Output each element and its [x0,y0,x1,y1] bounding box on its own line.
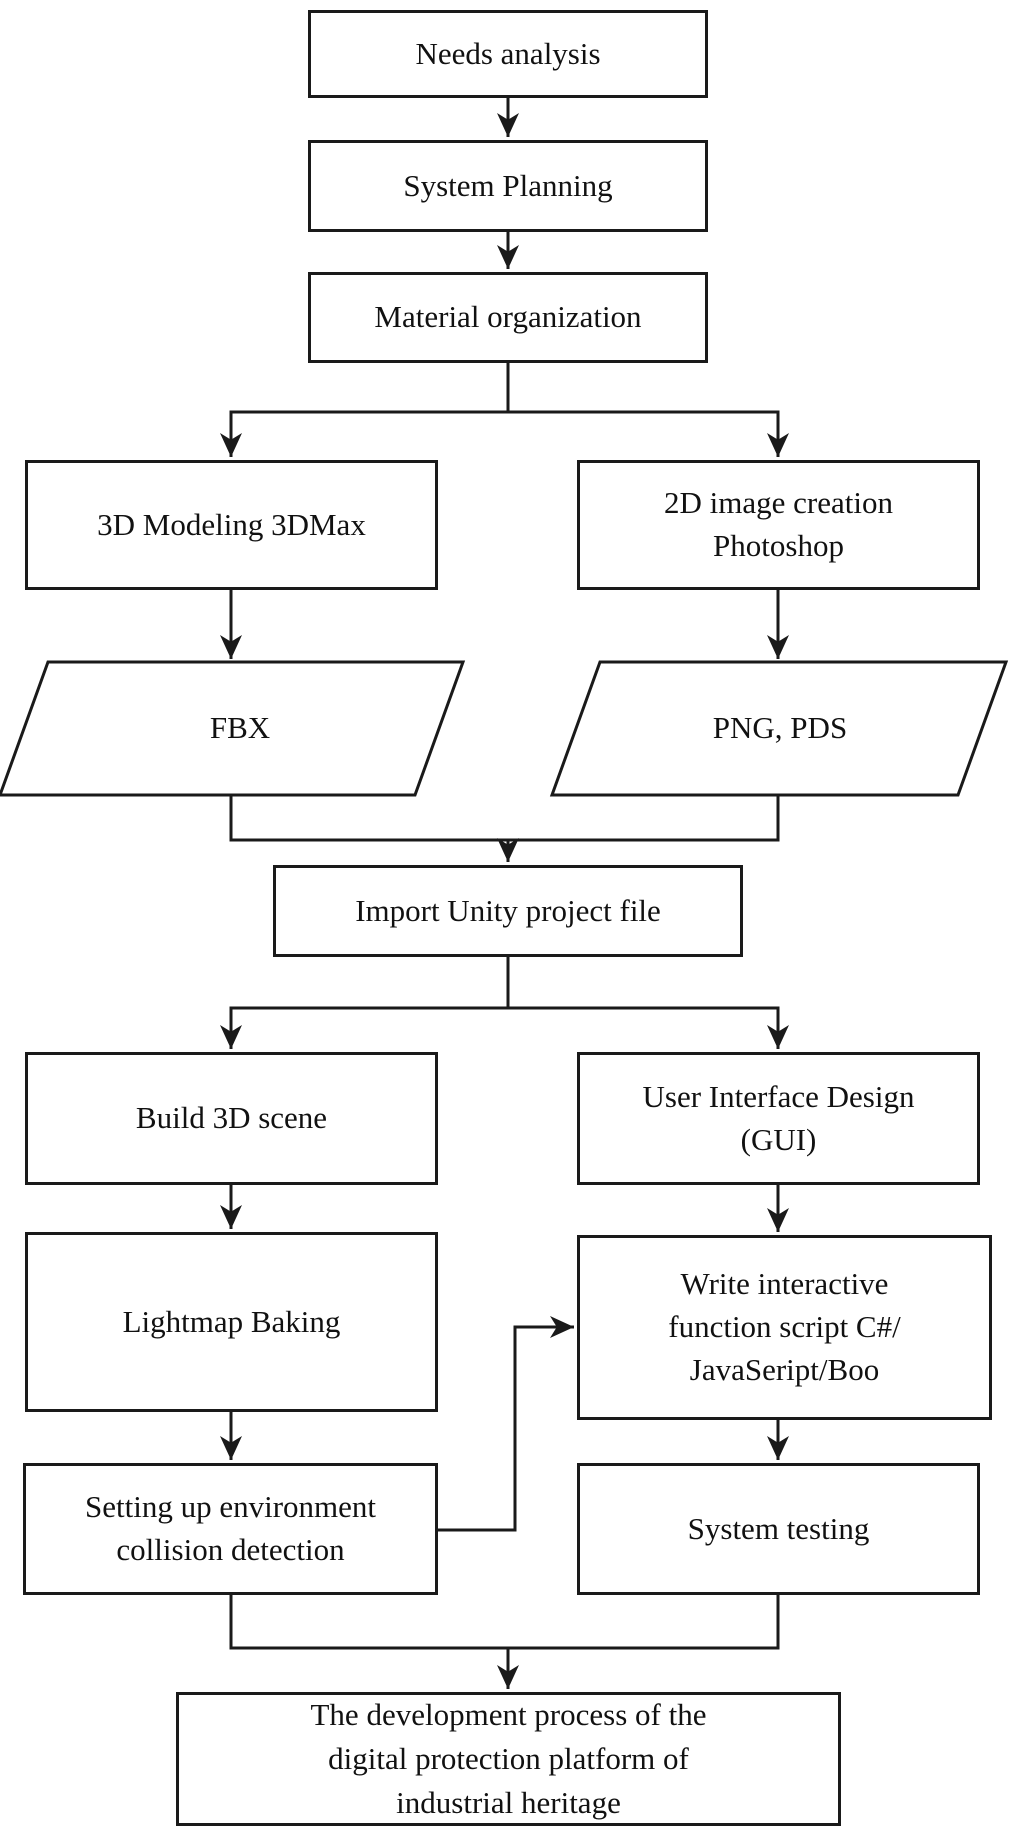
node-label-line1: 2D image creation [664,485,893,521]
flow-node-3d-modeling-3dmax: 3D Modeling 3DMax [25,460,438,590]
fbx-parallelogram [0,660,466,797]
node-label-line2: digital protection platform of [328,1741,689,1776]
node-label: Needs analysis [415,35,601,71]
node-label-line1: The development process of the [310,1696,707,1732]
flow-node-material-organization: Material organization [308,272,708,363]
edge-split-import [229,957,780,1010]
flow-node-development-process: The development process of the digital p… [176,1692,841,1826]
node-label: System Planning [403,167,613,203]
edge-merge-formats [229,795,780,842]
node-label: Material organization [374,299,642,335]
flow-node-png-pds: PNG, PDS [580,662,980,795]
node-label: System testing [687,1510,870,1546]
flow-node-setting-up-environment: Setting up environment collision detecti… [23,1463,438,1595]
node-label: Build 3D scene [135,1100,328,1136]
node-label-line3: industrial heritage [396,1785,621,1821]
node-label: FBX [209,710,271,746]
edge-split-material [229,363,780,414]
flow-node-2d-image-creation: 2D image creation Photoshop [577,460,980,590]
node-label: Lightmap Baking [122,1303,341,1339]
node-label-line1: Write interactive [680,1266,889,1302]
flow-node-import-unity: Import Unity project file [273,865,743,957]
node-label: PNG, PDS [712,710,848,746]
node-label: 3D Modeling 3DMax [97,506,366,542]
node-label-line1: User Interface Design [642,1078,915,1114]
edge-setting-to-script [438,1316,574,1532]
node-label-line1: Setting up environment [84,1489,377,1525]
node-label: Import Unity project file [355,892,661,928]
flow-node-fbx: FBX [60,662,420,795]
node-label-line2: collision detection [116,1532,345,1567]
flow-node-build-3d-scene: Build 3D scene [25,1052,438,1185]
flow-node-lightmap-baking: Lightmap Baking [25,1232,438,1412]
node-label-line3: JavaSeript/Boo [689,1351,880,1387]
flow-node-needs-analysis: Needs analysis [308,10,708,98]
node-label-line2: (GUI) [740,1121,817,1157]
edge-merge-bottom [229,1595,780,1650]
flow-node-system-planning: System Planning [308,140,708,232]
node-label-line2: function script C#/ [668,1309,901,1345]
flow-node-ui-design: User Interface Design (GUI) [577,1052,980,1185]
node-label-line2: Photoshop [713,528,844,563]
flow-node-write-script: Write interactive function script C#/ Ja… [577,1235,992,1420]
flow-node-system-testing: System testing [577,1463,980,1595]
png-pds-parallelogram [549,660,1009,797]
